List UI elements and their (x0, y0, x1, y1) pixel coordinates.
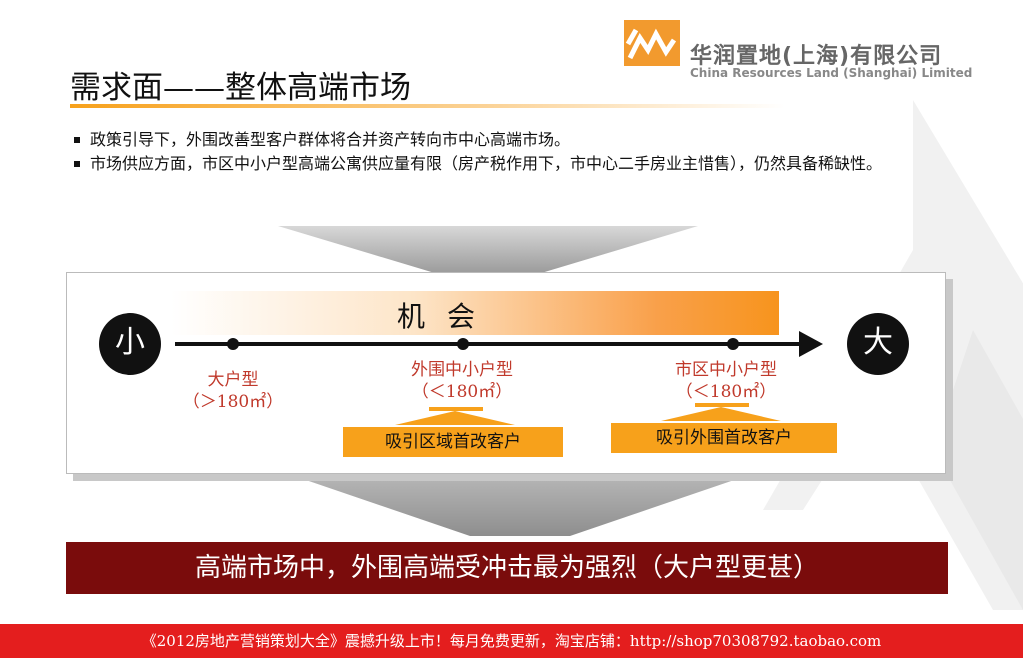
footer-banner: 《2012房地产营销策划大全》震撼升级上市！每月免费更新，淘宝店铺：http:/… (0, 624, 1023, 658)
axis-arrow-icon (799, 331, 823, 357)
axis-start-small: 小 (99, 313, 161, 375)
market-diagram-panel: 机会 小 大 大户型 （＞180㎡） 外围中小户型 （＜180㎡） 市区中小户型… (66, 272, 946, 474)
up-arrow-icon (395, 411, 515, 425)
segment-outer-small-unit: 外围中小户型 （＜180㎡） (377, 359, 547, 403)
up-arrow-icon (661, 407, 781, 421)
segment-size: （＞180㎡） (182, 392, 284, 412)
company-logo: 华润置地(上海)有限公司 China Resources Land (Shang… (624, 20, 1004, 82)
conclusion-banner: 高端市场中，外围高端受冲击最为强烈（大户型更甚） (66, 542, 948, 594)
axis-line (175, 342, 805, 346)
title-underline (70, 104, 785, 108)
bullet-square-icon (74, 161, 80, 167)
bullet-list: 政策引导下，外围改善型客户群体将合并资产转向市中心高端市场。 市场供应方面，市区… (74, 128, 964, 176)
axis-point (227, 338, 239, 350)
segment-name: 外围中小户型 (411, 360, 513, 380)
tag-attract-regional: 吸引区域首改客户 (343, 427, 563, 457)
funnel-arrow-top (278, 226, 698, 274)
up-arrow-stem (429, 407, 483, 411)
axis-point (727, 338, 739, 350)
logo-chinese-name: 华润置地(上海)有限公司 (690, 44, 943, 69)
segment-name: 市区中小户型 (675, 360, 777, 380)
segment-size: （＜180㎡） (675, 382, 777, 402)
bullet-item: 市场供应方面，市区中小户型高端公寓供应量有限（房产税作用下，市中心二手房业主惜售… (74, 152, 964, 176)
segment-name: 大户型 (207, 370, 259, 390)
axis-point (457, 338, 469, 350)
funnel-arrow-bottom (300, 478, 740, 536)
opportunity-label: 机会 (397, 300, 498, 333)
page-title: 需求面——整体高端市场 (70, 70, 411, 106)
logo-english-name: China Resources Land (Shanghai) Limited (690, 66, 973, 80)
up-arrow-stem (695, 403, 749, 407)
bullet-text: 政策引导下，外围改善型客户群体将合并资产转向市中心高端市场。 (90, 130, 571, 149)
segment-large-unit: 大户型 （＞180㎡） (163, 369, 303, 413)
logo-mark-icon (624, 20, 680, 66)
segment-size: （＜180㎡） (411, 382, 513, 402)
bullet-item: 政策引导下，外围改善型客户群体将合并资产转向市中心高端市场。 (74, 128, 964, 152)
axis-end-large: 大 (847, 313, 909, 375)
opportunity-gradient-bar (171, 291, 779, 335)
segment-urban-small-unit: 市区中小户型 （＜180㎡） (641, 359, 811, 403)
tag-attract-outer: 吸引外围首改客户 (611, 423, 837, 453)
bullet-text: 市场供应方面，市区中小户型高端公寓供应量有限（房产税作用下，市中心二手房业主惜售… (90, 154, 883, 173)
bullet-square-icon (74, 137, 80, 143)
